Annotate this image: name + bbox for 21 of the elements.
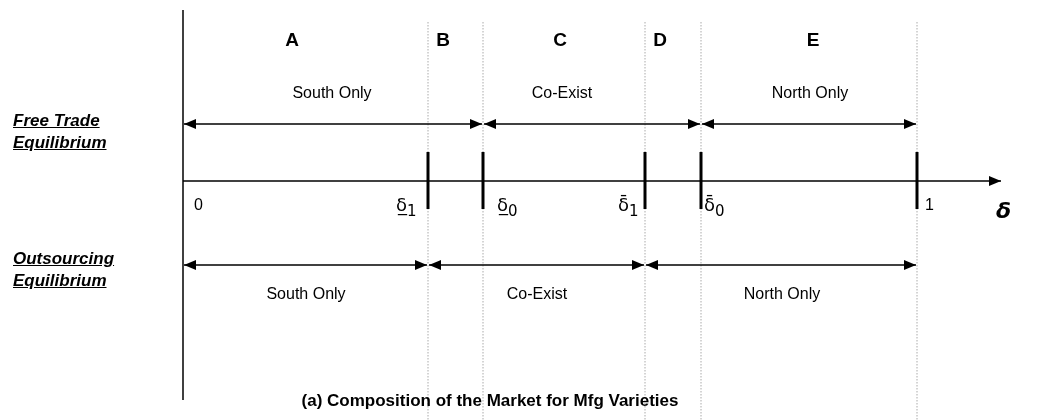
range-label: Co-Exist (531, 84, 593, 102)
threshold-label: δ̲$_{0}$ (497, 193, 518, 222)
threshold-label: δ̄$_{0}$ (704, 193, 725, 222)
range-label: North Only (771, 84, 849, 102)
region-letter: E (806, 30, 820, 51)
row-heading: Outsourcing Equilibrium (13, 248, 116, 293)
range-label: South Only (266, 285, 346, 303)
region-letter: B (436, 30, 450, 51)
region-letter: D (653, 30, 667, 51)
threshold-label: δ̄$_{1}$ (618, 193, 639, 222)
range-label: North Only (743, 285, 821, 303)
range-label: Co-Exist (506, 285, 568, 303)
region-letter: C (553, 30, 567, 51)
range-label: South Only (292, 84, 372, 102)
threshold-label: δ̲$_{1}$ (396, 193, 417, 222)
axis-label: δ (996, 199, 1012, 224)
axis-value: 0 (194, 196, 203, 214)
row-heading: Free Trade Equilibrium (13, 110, 108, 155)
region-letter: A (285, 30, 299, 51)
figure-caption: (a) Composition of the Market for Mfg Varieties (301, 392, 679, 411)
axis-value: 1 (925, 196, 934, 214)
